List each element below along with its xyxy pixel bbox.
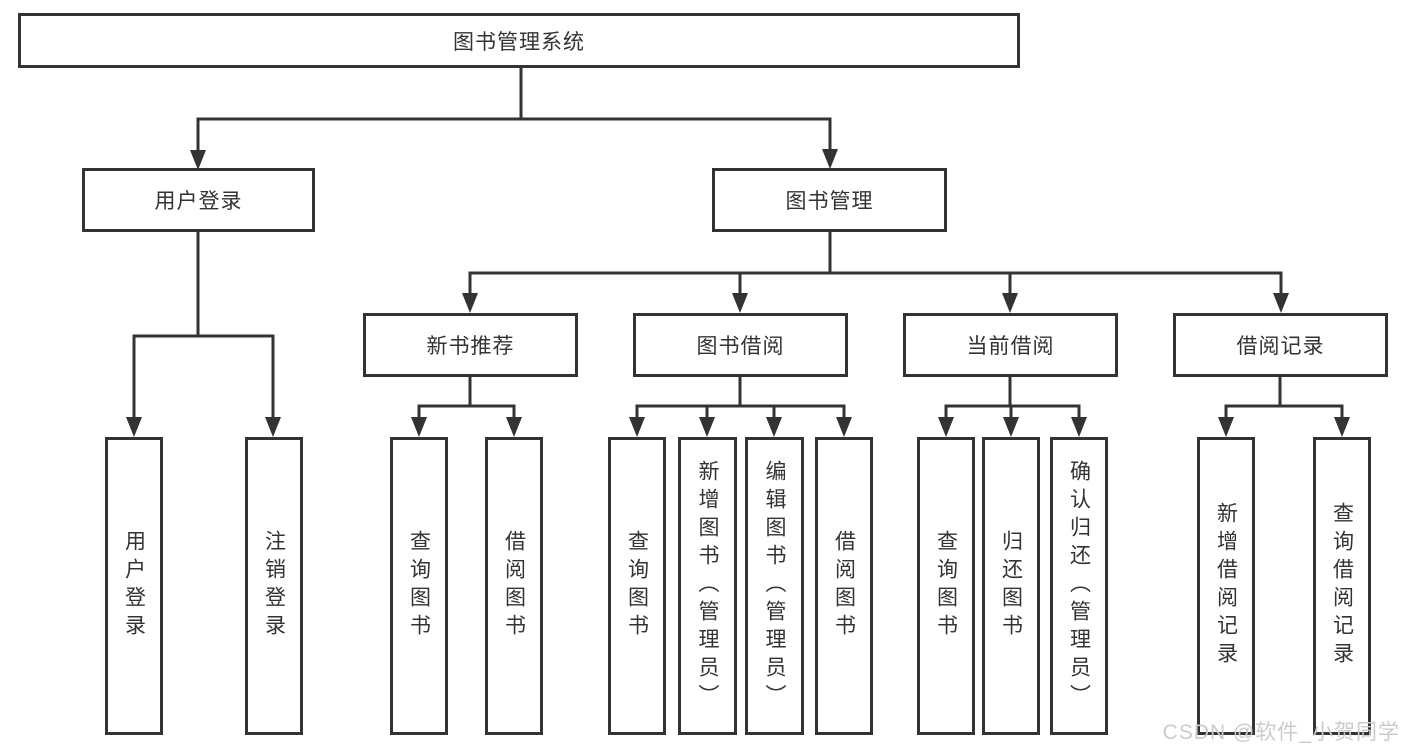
leaf-return-book: 归还图书 bbox=[982, 437, 1040, 735]
leaf-borrow-book-2-label: 借阅图书 bbox=[832, 530, 856, 642]
leaf-logout-label: 注销登录 bbox=[262, 530, 286, 642]
leaf-query-book-3-label: 查询图书 bbox=[934, 530, 958, 642]
node-root: 图书管理系统 bbox=[18, 13, 1020, 68]
connector-shafts bbox=[132, 67, 1344, 420]
leaf-query-book-2: 查询图书 bbox=[608, 437, 666, 735]
leaf-logout: 注销登录 bbox=[245, 437, 303, 735]
node-borrow-records-label: 借阅记录 bbox=[1236, 335, 1325, 358]
leaf-add-book-admin: 新增图书（管理员） bbox=[678, 437, 737, 735]
node-new-book-rec: 新书推荐 bbox=[363, 313, 578, 377]
leaf-borrow-book-2: 借阅图书 bbox=[815, 437, 873, 735]
leaf-add-borrow-record-label: 新增借阅记录 bbox=[1214, 502, 1238, 670]
leaf-query-book-1-label: 查询图书 bbox=[407, 530, 431, 642]
leaf-confirm-return-admin-label: 确认归还（管理员） bbox=[1067, 460, 1091, 712]
node-root-label: 图书管理系统 bbox=[453, 30, 585, 54]
leaf-borrow-book-1: 借阅图书 bbox=[485, 437, 543, 735]
node-book-borrow-label: 图书借阅 bbox=[696, 335, 785, 358]
leaf-user-login: 用户登录 bbox=[105, 437, 163, 735]
node-current-borrow-label: 当前借阅 bbox=[966, 335, 1055, 358]
node-borrow-records: 借阅记录 bbox=[1173, 313, 1388, 377]
leaf-return-book-label: 归还图书 bbox=[999, 530, 1023, 642]
leaf-edit-book-admin-label: 编辑图书（管理员） bbox=[763, 460, 787, 712]
leaf-add-book-admin-label: 新增图书（管理员） bbox=[696, 460, 720, 712]
node-user-login-label: 用户登录 bbox=[154, 190, 243, 213]
leaf-query-borrow-record: 查询借阅记录 bbox=[1313, 437, 1371, 735]
leaf-query-borrow-record-label: 查询借阅记录 bbox=[1330, 502, 1354, 670]
leaf-query-book-3: 查询图书 bbox=[917, 437, 975, 735]
leaf-borrow-book-1-label: 借阅图书 bbox=[502, 530, 526, 642]
watermark: CSDN @软件_小贺同学 bbox=[1162, 721, 1400, 744]
node-book-borrow: 图书借阅 bbox=[633, 313, 848, 377]
leaf-edit-book-admin: 编辑图书（管理员） bbox=[745, 437, 804, 735]
leaf-confirm-return-admin: 确认归还（管理员） bbox=[1050, 437, 1108, 735]
node-book-mgmt-label: 图书管理 bbox=[785, 190, 874, 213]
arrow-heads bbox=[126, 149, 1350, 437]
node-new-book-rec-label: 新书推荐 bbox=[426, 335, 515, 358]
leaf-user-login-label: 用户登录 bbox=[122, 530, 146, 642]
node-user-login: 用户登录 bbox=[82, 168, 315, 232]
leaf-add-borrow-record: 新增借阅记录 bbox=[1197, 437, 1255, 735]
node-book-mgmt: 图书管理 bbox=[712, 168, 947, 232]
leaf-query-book-2-label: 查询图书 bbox=[625, 530, 649, 642]
node-current-borrow: 当前借阅 bbox=[903, 313, 1118, 377]
leaf-query-book-1: 查询图书 bbox=[390, 437, 448, 735]
